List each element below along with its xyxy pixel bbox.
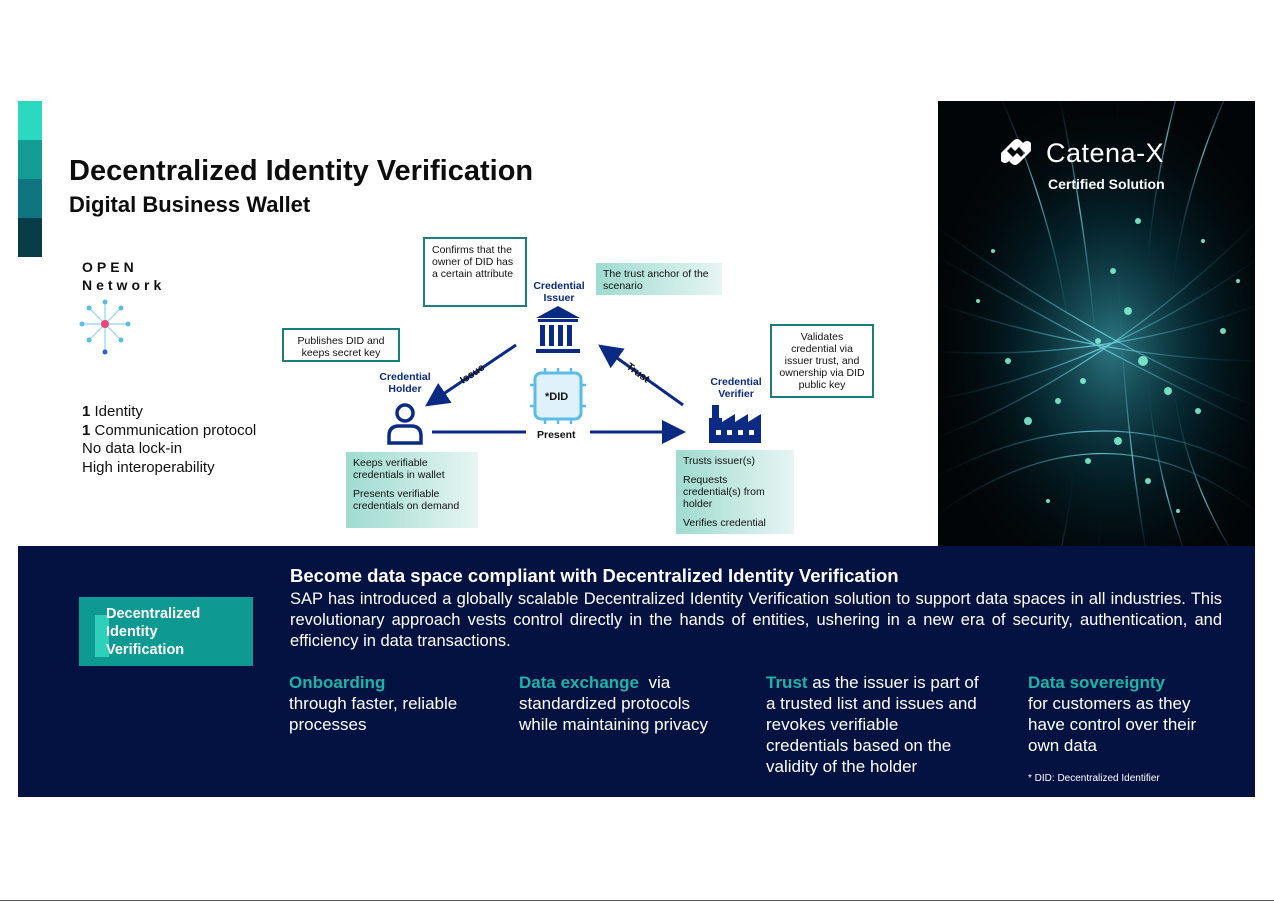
accent-strip-3 bbox=[18, 179, 42, 218]
badge-label: Decentralized Identity Verification bbox=[106, 606, 201, 658]
accent-strip-2 bbox=[18, 140, 42, 179]
badge-accent bbox=[95, 615, 109, 657]
brand-name: Catena-X bbox=[1046, 138, 1165, 168]
catena-x-hero-image bbox=[938, 101, 1255, 548]
issue-label: Issue bbox=[457, 361, 487, 387]
brand-subtitle: Certified Solution bbox=[1048, 176, 1165, 192]
benefit-onboarding: Onboarding through faster, reliable proc… bbox=[289, 673, 458, 734]
page-subtitle: Digital Business Wallet bbox=[69, 192, 311, 217]
info-banner bbox=[18, 546, 1255, 797]
catena-x-logo-icon bbox=[1001, 139, 1031, 165]
benefit-trust: Trust as the issuer is part of a trusted… bbox=[766, 673, 979, 776]
benefit-data-sovereignty: Data sovereignty for customers as they h… bbox=[1028, 673, 1197, 755]
banner-title: Become data space compliant with Decentr… bbox=[290, 565, 899, 586]
present-label: Present bbox=[537, 429, 576, 441]
holder-tasks-note: Keeps verifiable credentials in wallet P… bbox=[346, 452, 478, 528]
open-network-line2: Network bbox=[82, 277, 166, 293]
verifier-validate-note: Validates credential via issuer trust, a… bbox=[770, 324, 874, 398]
feature-item: No data lock-in bbox=[82, 440, 183, 457]
feature-item: High interoperability bbox=[82, 458, 215, 476]
footnote: * DID: Decentralized Identifier bbox=[1028, 773, 1160, 784]
feature-item: 1 Communication protocol bbox=[82, 421, 257, 439]
factory-icon bbox=[709, 405, 761, 443]
accent-strip-1 bbox=[18, 101, 42, 140]
trust-label: Trust bbox=[623, 360, 652, 386]
accent-strip-4 bbox=[18, 218, 42, 257]
open-network-line1: OPEN bbox=[82, 259, 138, 275]
issuer-confirm-note: Confirms that the owner of DID has a cer… bbox=[423, 237, 527, 307]
feature-item: 1 Identity bbox=[82, 403, 143, 420]
bottom-rule bbox=[0, 900, 1274, 901]
page-title: Decentralized Identity Verification bbox=[69, 155, 534, 187]
banner-paragraph: SAP has introduced a globally scalable D… bbox=[290, 590, 1222, 650]
feature-list: 1 Identity 1 Communication protocol No d… bbox=[82, 403, 256, 477]
holder-publish-note: Publishes DID and keeps secret key bbox=[282, 328, 400, 362]
benefit-data-exchange: Data exchange via standardized protocols… bbox=[519, 673, 708, 734]
did-chip-label: *DID bbox=[545, 391, 569, 403]
open-network-label: OPEN Network bbox=[82, 258, 165, 294]
data-streams-artwork bbox=[938, 101, 1255, 548]
verifier-tasks-note: Trusts issuer(s) Requests credential(s) … bbox=[676, 450, 794, 534]
bank-icon bbox=[536, 306, 580, 353]
user-icon bbox=[387, 403, 423, 445]
network-node-icon bbox=[79, 299, 131, 355]
trust-anchor-note: The trust anchor of the scenario bbox=[596, 263, 722, 295]
